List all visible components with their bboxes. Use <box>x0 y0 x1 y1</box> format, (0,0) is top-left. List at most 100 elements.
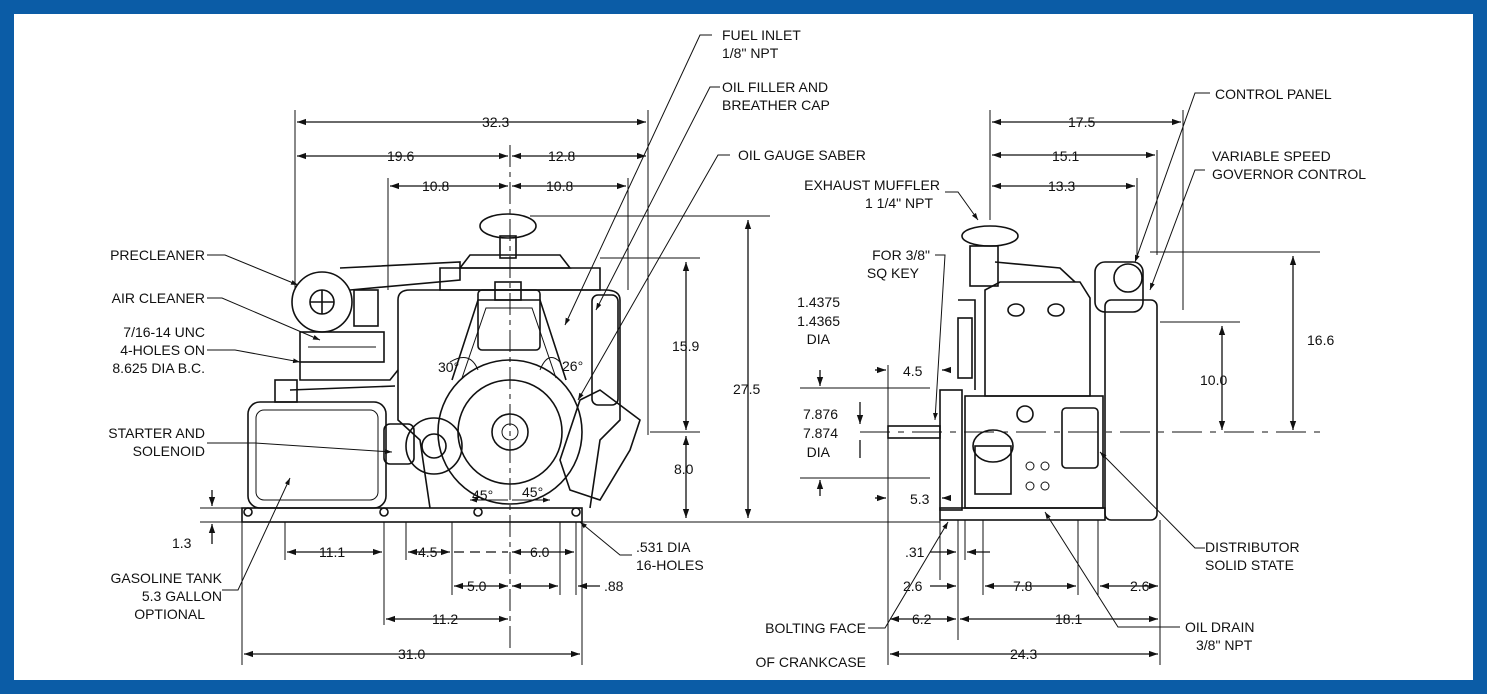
starter-motor <box>405 417 463 475</box>
gasoline-tank <box>247 401 387 509</box>
muffler-label-2: 1 1/4" NPT <box>865 195 933 211</box>
air-intake-pipe <box>339 261 461 291</box>
pilot-dia-label-3: DIA <box>807 444 831 460</box>
key-label-2: SQ KEY <box>867 265 920 281</box>
side-dimension-lines <box>800 110 1320 665</box>
dim-10-8-left: 10.8 <box>422 178 449 194</box>
dim-2-6-right: 2.6 <box>1130 578 1150 594</box>
dim-16-6: 16.6 <box>1307 332 1334 348</box>
bolting-face-label-1: BOLTING FACE <box>765 620 866 636</box>
dim-1-3: 1.3 <box>172 535 192 551</box>
engine-body <box>397 300 621 509</box>
dim-10-8-right: 10.8 <box>546 178 573 194</box>
muffler-label-1: EXHAUST MUFFLER <box>804 177 940 193</box>
dimension-values: 32.3 19.6 12.8 10.8 10.8 15.9 27.5 8.0 1… <box>172 114 1334 662</box>
dim-19-6: 19.6 <box>387 148 414 164</box>
dim-15-9: 15.9 <box>672 338 699 354</box>
distributor-label-1: DISTRIBUTOR <box>1205 539 1300 555</box>
top-cap <box>479 213 537 239</box>
base-plate <box>241 507 583 523</box>
gas-tank-label-1: GASOLINE TANK <box>110 570 222 586</box>
side-base-rail <box>939 507 1106 521</box>
crankcase <box>964 395 1104 509</box>
dim-0-31: .31 <box>905 544 925 560</box>
front-dimension-lines <box>200 110 770 665</box>
angle-26: 26° <box>562 358 583 374</box>
control-panel-label: CONTROL PANEL <box>1215 86 1332 102</box>
oil-filler-label-1: OIL FILLER AND <box>722 79 828 95</box>
dim-11-2: 11.2 <box>432 611 458 627</box>
precleaner-label: PRECLEANER <box>110 247 205 263</box>
dim-18-1: 18.1 <box>1055 611 1082 627</box>
angle-30: 30° <box>438 359 459 375</box>
oil-drain-label-1: OIL DRAIN <box>1185 619 1255 635</box>
valve-cover <box>984 281 1091 397</box>
dim-4-5-shaft: 4.5 <box>903 363 923 379</box>
tank-cap <box>274 379 298 403</box>
air-cleaner <box>299 331 385 363</box>
dim-7-8: 7.8 <box>1013 578 1033 594</box>
angle-45-left: 45° <box>472 487 493 503</box>
gas-tank-label-2: 5.3 GALLON <box>142 588 222 604</box>
front-centerlines <box>509 145 940 650</box>
distributor-label-2: SOLID STATE <box>1205 557 1294 573</box>
pilot-dia-label-2: 7.874 <box>803 425 838 441</box>
dim-0-88: .88 <box>604 578 624 594</box>
dim-12-8: 12.8 <box>548 148 575 164</box>
side-leaders <box>868 92 1210 629</box>
dim-15-1: 15.1 <box>1052 148 1079 164</box>
bolting-face-label-2: OF CRANKCASE <box>756 654 866 670</box>
oil-drain-label-2: 3/8" NPT <box>1196 637 1253 653</box>
oil-filter <box>972 429 1014 463</box>
dim-6-0: 6.0 <box>530 544 550 560</box>
bolting-face <box>939 389 963 511</box>
shaft-dia-label-1: 1.4375 <box>797 294 840 310</box>
starter-label-2: SOLENOID <box>133 443 205 459</box>
dim-24-3: 24.3 <box>1010 646 1037 662</box>
dim-11-1: 11.1 <box>319 544 345 560</box>
carburetor <box>477 289 541 351</box>
dim-6-2: 6.2 <box>912 611 932 627</box>
key-label-1: FOR 3/8" <box>872 247 930 263</box>
governor-label-1: VARIABLE SPEED <box>1212 148 1331 164</box>
gas-tank-label-3: OPTIONAL <box>134 606 205 622</box>
flywheel-housing <box>1104 299 1158 521</box>
angle-45-right: 45° <box>522 484 543 500</box>
base-holes-label-2: 16-HOLES <box>636 557 704 573</box>
dim-27-5: 27.5 <box>733 381 760 397</box>
oil-filler-label-2: BREATHER CAP <box>722 97 830 113</box>
intake-manifold <box>439 267 601 291</box>
dim-17-5: 17.5 <box>1068 114 1095 130</box>
mount-holes-label-2: 4-HOLES ON <box>120 342 205 358</box>
dim-13-3: 13.3 <box>1048 178 1075 194</box>
distributor <box>1061 407 1099 469</box>
fuel-inlet-label: FUEL INLET <box>722 27 801 43</box>
front-view <box>241 213 641 523</box>
shaft-dia-label-3: DIA <box>807 331 831 347</box>
dim-31-0: 31.0 <box>398 646 425 662</box>
dim-10-0: 10.0 <box>1200 372 1227 388</box>
mount-holes-label-3: 8.625 DIA B.C. <box>112 360 205 376</box>
mount-holes-label-1: 7/16-14 UNC <box>123 324 205 340</box>
v-cylinders <box>451 299 567 381</box>
dim-5-0: 5.0 <box>467 578 487 594</box>
dim-8-0: 8.0 <box>674 461 694 477</box>
oil-gauge-tube <box>559 389 641 501</box>
side-view <box>887 225 1158 521</box>
front-leaders <box>207 34 730 591</box>
callout-labels: FUEL INLET 1/8" NPT OIL FILLER AND BREAT… <box>108 27 1366 670</box>
air-cleaner-label: AIR CLEANER <box>112 290 205 306</box>
governor-label-2: GOVERNOR CONTROL <box>1212 166 1366 182</box>
exhaust-muffler <box>961 225 1019 247</box>
starter-label-1: STARTER AND <box>108 425 205 441</box>
oil-gauge-label: OIL GAUGE SABER <box>738 147 866 163</box>
dim-2-6-left: 2.6 <box>903 578 923 594</box>
shaft-dia-label-2: 1.4365 <box>797 313 840 329</box>
pilot-dia-label-1: 7.876 <box>803 406 838 422</box>
fuel-inlet-size-label: 1/8" NPT <box>722 45 779 61</box>
dim-4-5-base: 4.5 <box>418 544 438 560</box>
dim-5-3: 5.3 <box>910 491 930 507</box>
dim-32-3: 32.3 <box>482 114 509 130</box>
base-holes-label-1: .531 DIA <box>636 539 691 555</box>
